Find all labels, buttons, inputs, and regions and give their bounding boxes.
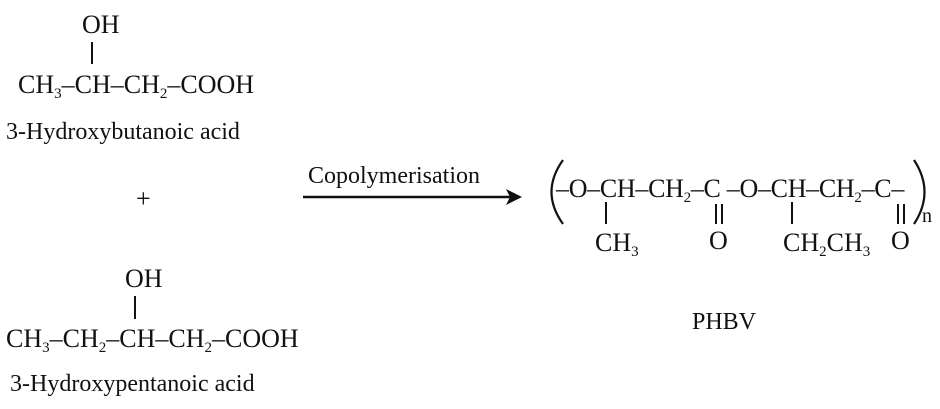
formula-part: –COOH (167, 70, 255, 99)
formula-part: CH (18, 70, 55, 99)
formula-part: CH (6, 324, 43, 353)
reactant1-formula: CH3–CH–CH2–COOH (18, 72, 254, 102)
formula-part: –O–CH–CH (556, 174, 684, 203)
plus-sign: + (136, 184, 151, 213)
formula-subscript: 2 (98, 340, 107, 356)
formula-part: –COOH (212, 324, 299, 353)
reactant2-name: 3-Hydroxypentanoic acid (10, 371, 255, 397)
polymer-backbone: –O–CH–CH2–C –O–CH–CH2–C– (556, 176, 904, 206)
formula-subscript: 2 (204, 340, 213, 356)
carbonyl-oxygen-2: O (891, 226, 910, 255)
formula-part: –CH (49, 324, 99, 353)
formula-subscript: 2 (683, 190, 692, 206)
carbonyl-oxygen-1: O (709, 226, 728, 255)
formula-part: CH (783, 228, 820, 257)
left-parenthesis (550, 159, 564, 225)
right-parenthesis (913, 159, 926, 225)
formula-subscript: 3 (862, 244, 871, 260)
repeat-unit-subscript: n (922, 205, 932, 227)
formula-part: CH (826, 228, 863, 257)
methyl-branch: CH3 (595, 230, 639, 260)
formula-subscript: 3 (631, 244, 639, 260)
ethyl-branch: CH2CH3 (783, 230, 870, 260)
formula-subscript: 2 (159, 86, 168, 102)
formula-part: –C– (861, 174, 905, 203)
product-name: PHBV (692, 309, 757, 335)
reactant2-formula: CH3–CH2–CH–CH2–COOH (6, 326, 299, 356)
reactant1-name: 3-Hydroxybutanoic acid (6, 119, 240, 145)
hydroxyl-group-2: OH (125, 264, 163, 293)
formula-part: CH (595, 228, 632, 257)
formula-subscript: 3 (54, 86, 62, 102)
formula-subscript: 3 (42, 340, 50, 356)
arrow-label: Copolymerisation (308, 163, 480, 189)
formula-part: –C –O–CH–CH (690, 174, 855, 203)
formula-subscript: 2 (854, 190, 862, 206)
formula-part: –CH–CH (61, 70, 160, 99)
reaction-arrow-head (506, 189, 522, 205)
formula-part: –CH–CH (106, 324, 205, 353)
hydroxyl-group-1: OH (82, 10, 120, 39)
formula-subscript: 2 (819, 244, 827, 260)
